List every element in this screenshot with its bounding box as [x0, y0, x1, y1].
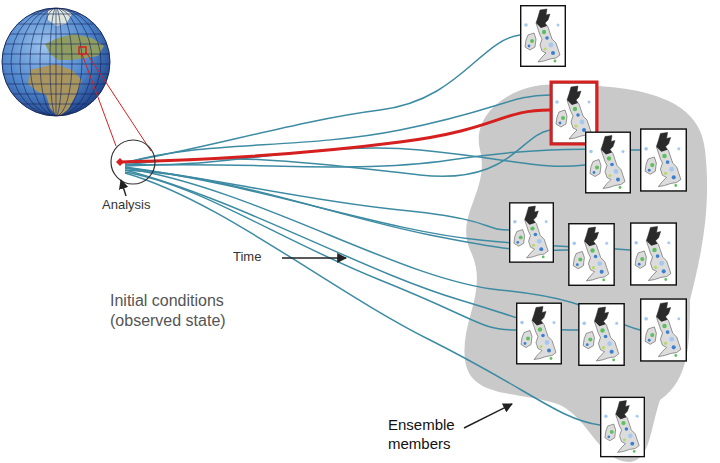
- pointer-arrow: [464, 404, 512, 428]
- forecast-map: [631, 223, 677, 285]
- annotation-label: Initial conditions (observed state): [110, 291, 260, 331]
- globe: [0, 8, 112, 118]
- forecast-map: [521, 6, 566, 67]
- globe-grid: [0, 8, 112, 116]
- zoom-line: [86, 52, 151, 151]
- analysis-point: [116, 158, 124, 166]
- land-europe: [45, 34, 104, 60]
- analysis-circle: [111, 140, 155, 184]
- forecast-map: [601, 397, 645, 456]
- forecast-map: [579, 304, 624, 366]
- forecast-map: [510, 203, 554, 262]
- forecast-map: [517, 303, 562, 364]
- zoom-line: [82, 54, 116, 146]
- region-marker: [79, 47, 86, 54]
- forecast-map: [569, 224, 614, 286]
- label-holder: Analysis: [102, 197, 182, 213]
- forecast-map: [586, 132, 631, 193]
- pointer-arrow: [121, 180, 126, 196]
- label-holder: Initial conditions (observed state): [110, 291, 260, 331]
- ensemble-spread: [464, 84, 707, 462]
- ensemble-trajectories: [125, 35, 640, 425]
- label-holder: Ensemble members: [388, 416, 488, 454]
- forecast-map: [641, 299, 687, 361]
- forecast-maps: [510, 6, 687, 457]
- land-africa: [28, 64, 82, 118]
- axis-label: Time: [233, 249, 283, 265]
- forecast-map: [641, 129, 687, 191]
- time-arrow: [282, 257, 346, 258]
- control-trajectory: [120, 110, 550, 162]
- label-holder: Time: [233, 249, 283, 265]
- annotation-label: Ensemble members: [388, 416, 488, 454]
- annotation-label: Analysis: [102, 197, 182, 213]
- globe-outline: [2, 8, 110, 116]
